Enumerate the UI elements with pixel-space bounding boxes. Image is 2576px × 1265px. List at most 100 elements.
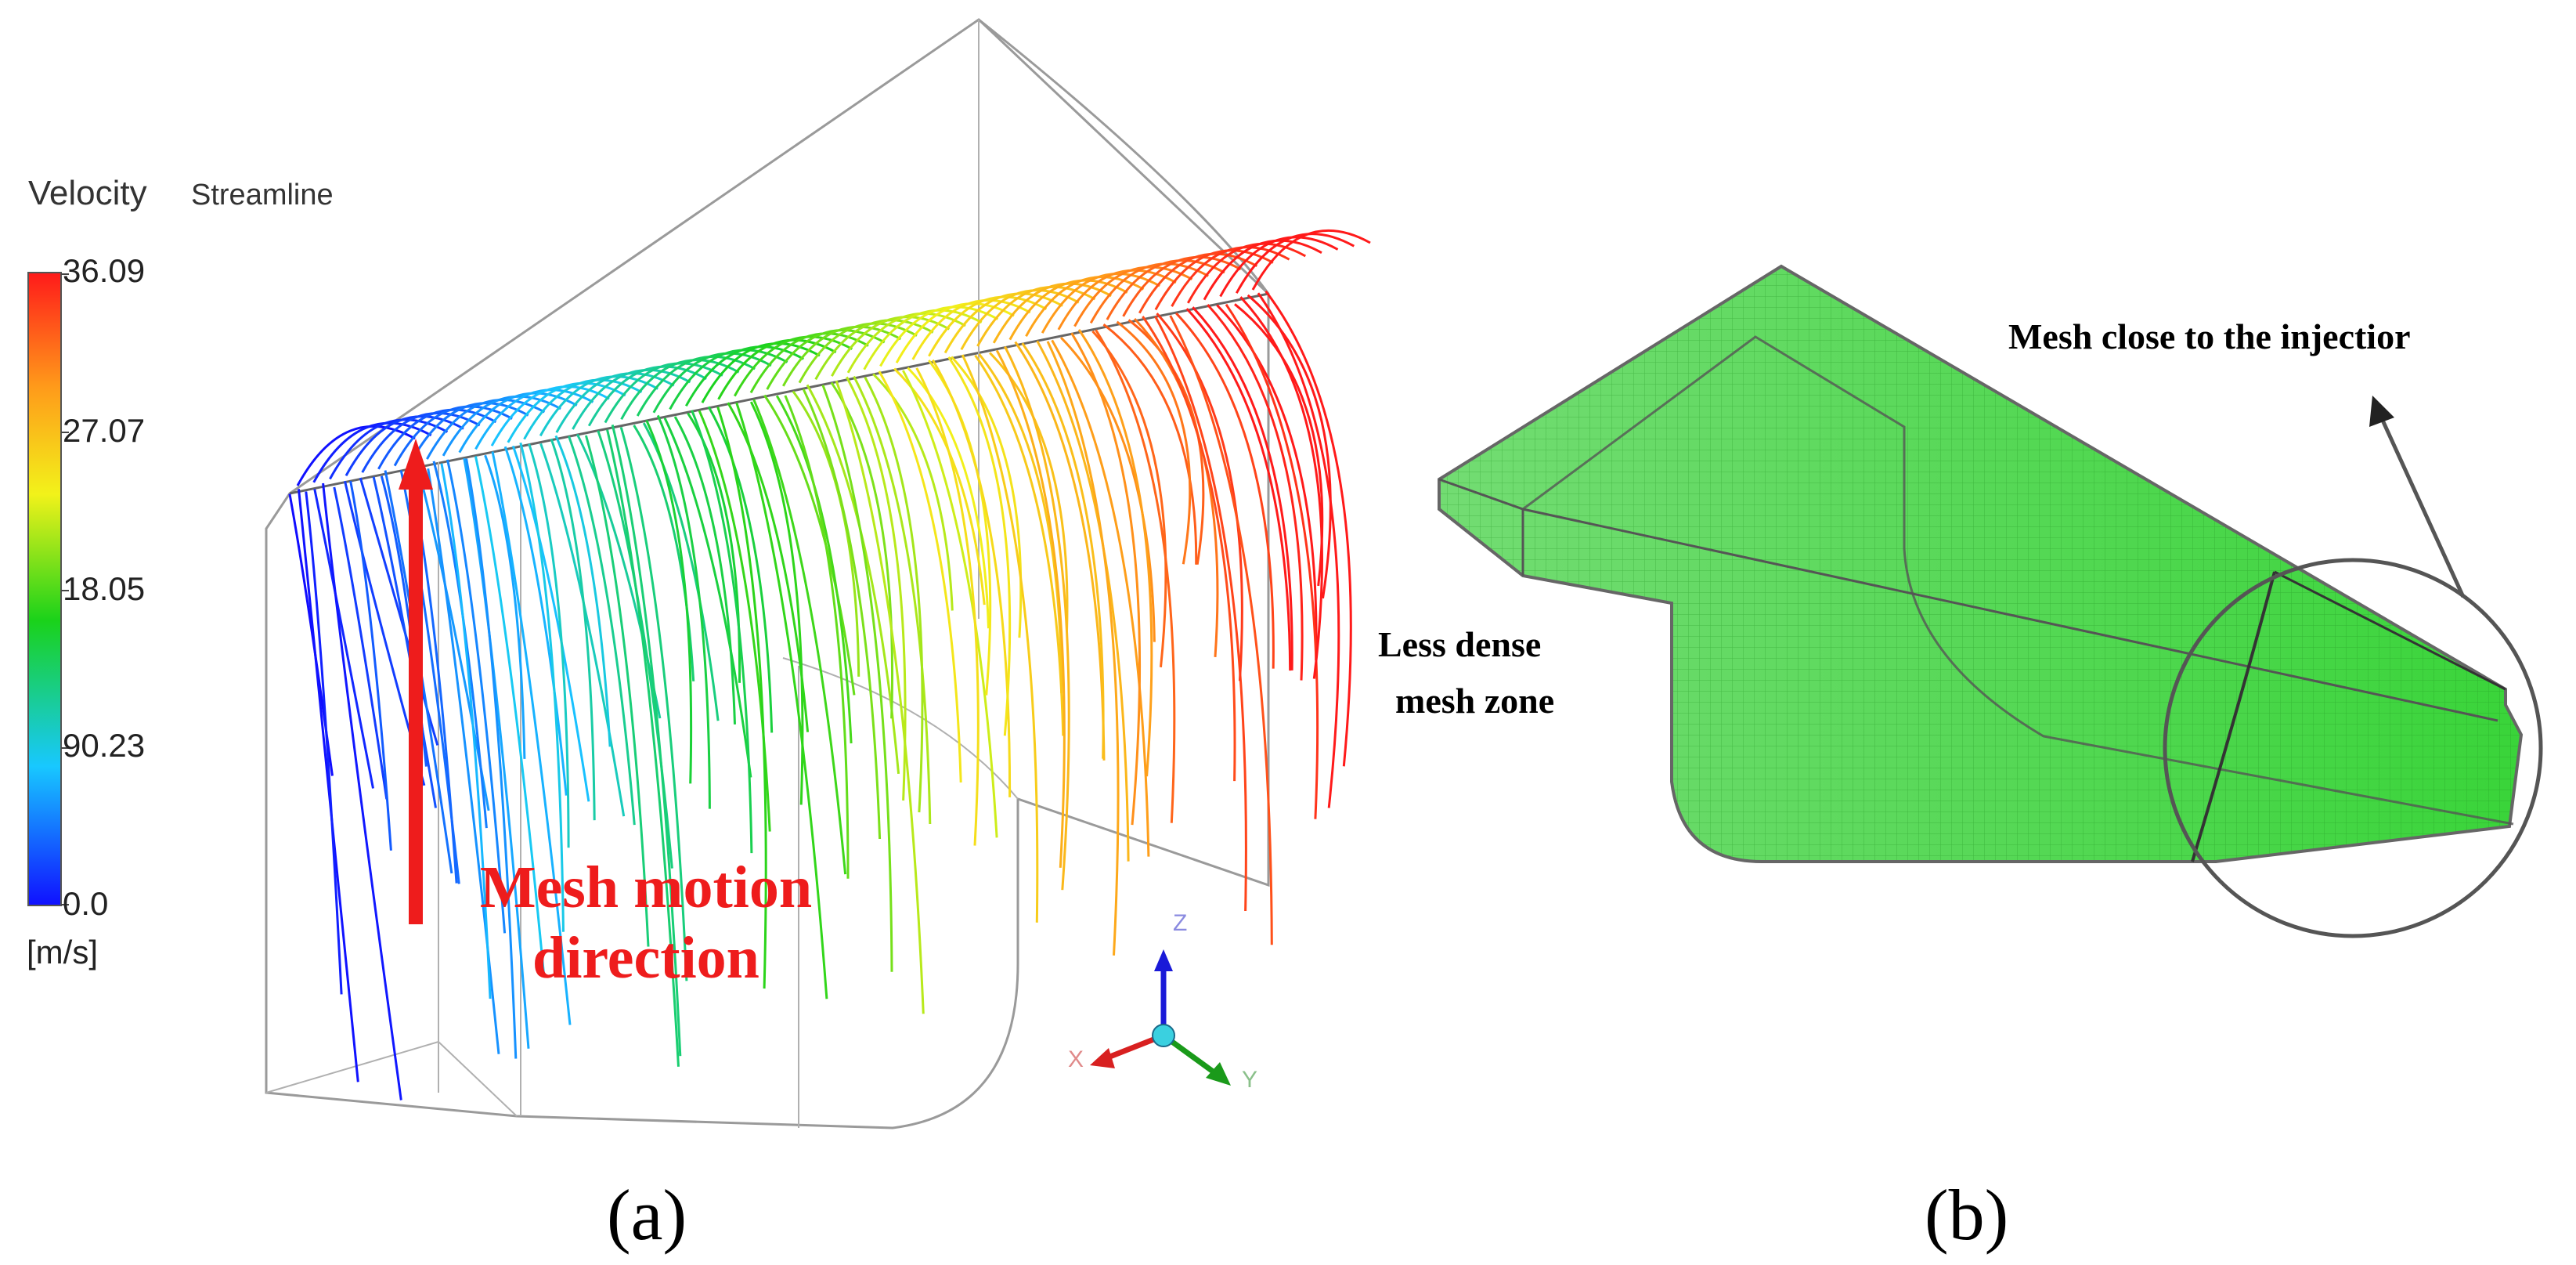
streamline bbox=[763, 394, 856, 696]
streamline bbox=[636, 355, 756, 417]
streamline bbox=[1060, 337, 1156, 642]
streamline bbox=[409, 402, 529, 464]
streamline bbox=[684, 345, 805, 407]
streamline bbox=[372, 476, 437, 808]
streamline bbox=[1077, 329, 1153, 777]
streamline bbox=[333, 486, 388, 800]
streamline bbox=[442, 395, 561, 457]
streamline bbox=[554, 435, 612, 747]
streamline bbox=[716, 407, 767, 989]
streamline bbox=[511, 445, 590, 802]
streamline bbox=[484, 454, 526, 759]
streamline bbox=[1116, 320, 1192, 565]
streamline bbox=[656, 414, 711, 809]
streamline bbox=[1089, 262, 1209, 324]
streamline bbox=[976, 285, 1096, 347]
streamline bbox=[1175, 312, 1275, 669]
streamline bbox=[361, 412, 481, 473]
streamline bbox=[835, 380, 925, 1014]
legend-title: Velocity bbox=[28, 174, 147, 212]
mesh-motion-label: Mesh motion direction bbox=[479, 855, 813, 991]
streamline bbox=[960, 289, 1080, 351]
streamline bbox=[752, 399, 847, 875]
colorbar-ticks bbox=[61, 273, 69, 905]
streamline bbox=[440, 463, 492, 999]
streamline bbox=[735, 402, 828, 999]
colorbar bbox=[27, 272, 62, 906]
streamline bbox=[992, 282, 1112, 344]
streamline bbox=[519, 442, 565, 932]
streamline bbox=[1102, 323, 1198, 565]
streamline bbox=[691, 410, 753, 854]
panel-label-b: (b) bbox=[1925, 1175, 2009, 1255]
streamline bbox=[620, 359, 740, 421]
streamline bbox=[901, 370, 998, 838]
streamline bbox=[995, 349, 1066, 868]
streamline bbox=[611, 425, 682, 1057]
streamline bbox=[1219, 236, 1339, 298]
streamline bbox=[1169, 315, 1273, 945]
streamline bbox=[503, 446, 568, 796]
streamline bbox=[349, 480, 392, 851]
streamline bbox=[830, 381, 894, 719]
streamline bbox=[490, 385, 610, 446]
streamline bbox=[604, 362, 723, 424]
streamline bbox=[458, 392, 578, 454]
streamline bbox=[555, 372, 675, 433]
streamline bbox=[474, 389, 594, 450]
streamline bbox=[1207, 303, 1304, 681]
streamline bbox=[446, 459, 507, 934]
streamline bbox=[1235, 233, 1355, 294]
streamline bbox=[1156, 313, 1243, 681]
streamline bbox=[465, 458, 518, 1059]
streamline bbox=[584, 435, 650, 947]
streamline bbox=[846, 312, 966, 374]
legend-tick-2: 27.07 bbox=[63, 412, 146, 449]
mesh-motion-arrow bbox=[399, 439, 433, 924]
streamline bbox=[864, 376, 924, 813]
streamline bbox=[978, 353, 1063, 694]
streamline bbox=[491, 451, 572, 1025]
legend-tick-max: 36.09 bbox=[63, 252, 146, 289]
streamline bbox=[1225, 303, 1319, 819]
streamline bbox=[305, 491, 343, 995]
streamline bbox=[619, 426, 688, 981]
streamline bbox=[673, 416, 736, 725]
streamline bbox=[775, 395, 853, 744]
streamline bbox=[669, 349, 788, 410]
streamline bbox=[377, 408, 497, 470]
streamline bbox=[784, 395, 850, 879]
streamline bbox=[701, 342, 821, 403]
streamline bbox=[974, 354, 1065, 736]
streamline bbox=[572, 368, 691, 430]
streamline bbox=[766, 329, 886, 390]
axis-z-label: Z bbox=[1173, 910, 1188, 936]
streamline bbox=[707, 406, 774, 733]
streamline bbox=[947, 356, 1012, 736]
streamline bbox=[781, 325, 902, 387]
streamline bbox=[895, 302, 1015, 363]
streamline bbox=[831, 316, 951, 377]
streamline bbox=[915, 367, 980, 846]
streamline bbox=[432, 461, 488, 829]
streamline bbox=[798, 322, 918, 384]
streamline bbox=[1014, 341, 1106, 761]
streamline bbox=[1106, 259, 1225, 320]
streamline bbox=[943, 292, 1063, 354]
streamline bbox=[1251, 229, 1371, 291]
legend-unit: [m/s] bbox=[27, 934, 98, 970]
streamline bbox=[1185, 308, 1292, 671]
streamline bbox=[802, 389, 882, 840]
streamline bbox=[606, 429, 680, 1067]
streamline bbox=[345, 415, 464, 477]
streamline bbox=[717, 338, 837, 400]
streamline bbox=[749, 401, 804, 805]
streamline bbox=[1091, 330, 1167, 667]
axis-x-label: X bbox=[1068, 1046, 1084, 1072]
streamline bbox=[749, 332, 869, 394]
streamline bbox=[911, 298, 1031, 360]
streamline bbox=[1004, 345, 1070, 891]
streamline bbox=[928, 360, 992, 696]
streamline bbox=[1122, 255, 1242, 317]
